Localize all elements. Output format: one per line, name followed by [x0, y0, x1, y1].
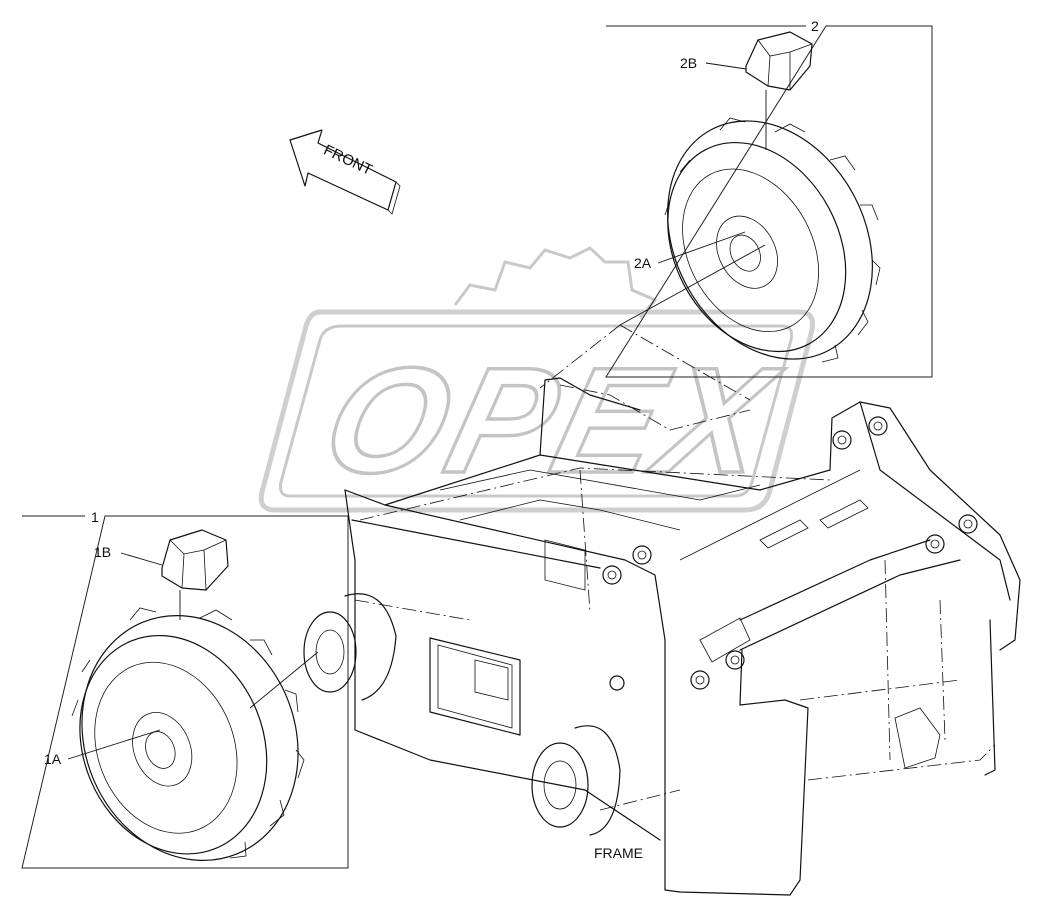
- part-2b-label: 2B: [680, 55, 697, 71]
- tire-segment-icon: [745, 31, 813, 91]
- watermark-text: OPEX: [309, 337, 794, 504]
- group-2-box: 2: [605, 18, 933, 378]
- front-arrow-label: FRONT: [321, 142, 375, 179]
- front-arrow: FRONT: [289, 129, 401, 215]
- tire-icon: [667, 120, 873, 360]
- group-1-label: 1: [91, 509, 99, 525]
- group-2-label: 2: [811, 18, 819, 34]
- frame-label: FRAME: [594, 845, 643, 861]
- tire-segment-1b: [161, 529, 229, 591]
- part-1b-label: 1B: [94, 544, 111, 560]
- watermark-outer-frame: [258, 309, 815, 513]
- hub-lower: [531, 725, 621, 836]
- frame: [303, 377, 1021, 896]
- part-2a-label: 2A: [634, 255, 652, 271]
- part-1a-label: 1A: [44, 751, 62, 767]
- opex-watermark: OPEX: [258, 246, 815, 513]
- tire-segment-2b: [745, 31, 813, 91]
- tire-1a: [71, 607, 305, 861]
- hub-icon: [531, 742, 589, 828]
- group-1-box: 1: [21, 509, 349, 869]
- hub-icon: [303, 611, 357, 693]
- tire-2a: [664, 117, 881, 363]
- tire-segment-icon: [161, 529, 229, 591]
- hub-upper: [303, 593, 397, 701]
- watermark-inner-frame: [278, 324, 794, 498]
- tire-icon: [79, 615, 299, 861]
- gear-watermark-icon: [453, 246, 658, 319]
- front-arrow-icon: [289, 129, 397, 211]
